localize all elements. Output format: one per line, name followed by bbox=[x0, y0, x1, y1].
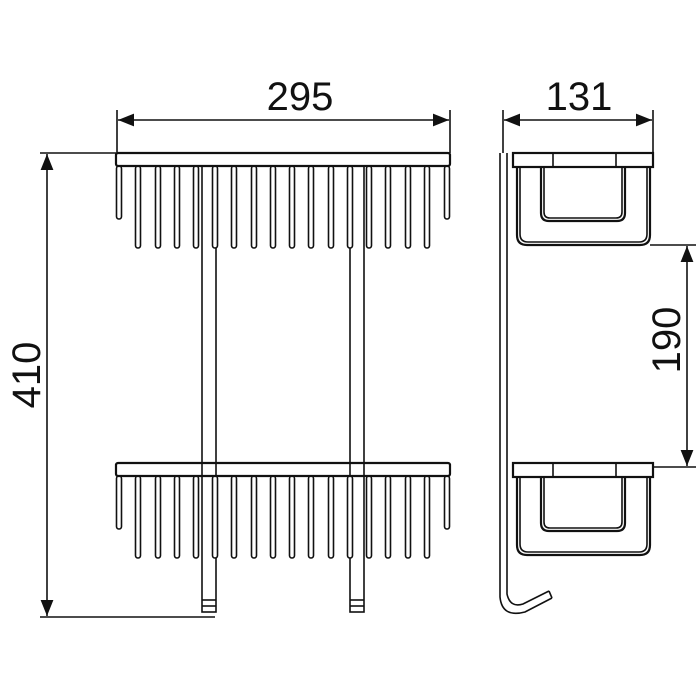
back-bar-with-hook bbox=[499, 153, 553, 615]
front-view: 295 410 bbox=[5, 75, 452, 618]
top-basket-front bbox=[114, 151, 452, 249]
basket-tine bbox=[173, 475, 181, 559]
basket-tine bbox=[288, 475, 296, 559]
basket-tine bbox=[384, 165, 392, 249]
bottom-basket-side bbox=[511, 461, 655, 557]
support-posts bbox=[201, 165, 365, 613]
basket-tine bbox=[154, 475, 162, 559]
basket-tine bbox=[307, 475, 315, 559]
basket-tine bbox=[269, 165, 277, 249]
basket-tine bbox=[115, 475, 123, 530]
basket-tine bbox=[134, 165, 142, 249]
basket-tine bbox=[443, 165, 451, 220]
basket-tine bbox=[346, 475, 354, 559]
basket-tine bbox=[211, 475, 219, 559]
basket-tine bbox=[211, 165, 219, 249]
bottom-basket-front bbox=[114, 461, 452, 559]
basket-tine bbox=[423, 475, 431, 559]
basket-tine bbox=[288, 165, 296, 249]
basket-tine bbox=[192, 165, 200, 249]
top-basket-side bbox=[511, 151, 655, 247]
basket-tine bbox=[307, 165, 315, 249]
basket-tine bbox=[404, 165, 412, 249]
depth-dimension: 131 bbox=[502, 75, 654, 153]
basket-tine bbox=[115, 165, 123, 220]
basket-tine bbox=[365, 475, 373, 559]
basket-tine bbox=[346, 165, 354, 249]
basket-tine bbox=[327, 475, 335, 559]
basket-tine bbox=[404, 475, 412, 559]
width-dimension: 295 bbox=[116, 75, 451, 153]
basket-tine bbox=[269, 475, 277, 559]
basket-tine bbox=[423, 165, 431, 249]
height-label: 410 bbox=[5, 342, 49, 409]
basket-tine bbox=[230, 475, 238, 559]
basket-tine bbox=[173, 165, 181, 249]
width-label: 295 bbox=[267, 75, 334, 119]
basket-tine bbox=[250, 165, 258, 249]
basket-tine bbox=[365, 165, 373, 249]
basket-tine bbox=[134, 475, 142, 559]
basket-tine bbox=[384, 475, 392, 559]
depth-label: 131 bbox=[546, 75, 613, 119]
basket-tine bbox=[443, 475, 451, 530]
basket-tine bbox=[327, 165, 335, 249]
basket-tine bbox=[230, 165, 238, 249]
side-view: 131 190 bbox=[499, 75, 696, 615]
spacing-dimension: 190 bbox=[645, 244, 696, 468]
basket-tine bbox=[250, 475, 258, 559]
basket-tine bbox=[154, 165, 162, 249]
basket-tine bbox=[192, 475, 200, 559]
spacing-label: 190 bbox=[645, 307, 689, 374]
height-dimension: 410 bbox=[5, 152, 215, 618]
